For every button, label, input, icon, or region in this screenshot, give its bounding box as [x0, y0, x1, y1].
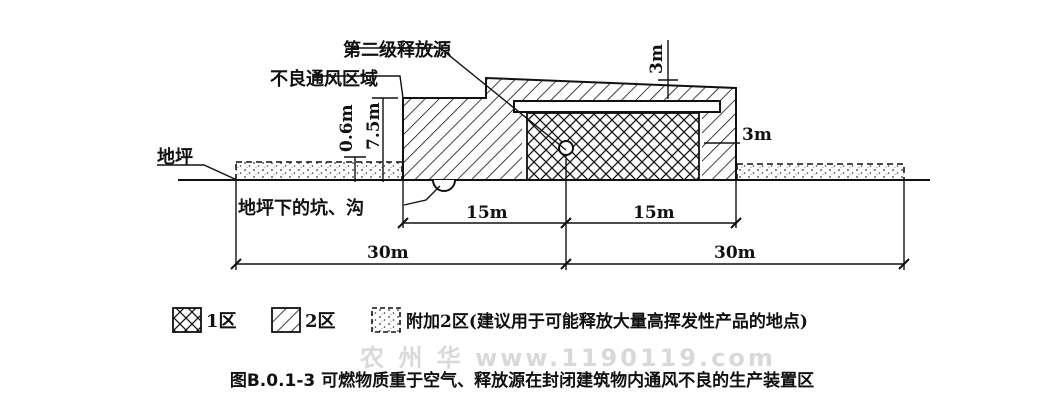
watermark: 农 州 华 www.1190119.com — [359, 344, 776, 372]
label-ground: 地坪 — [157, 146, 193, 168]
label-dist-30-right: 30m — [714, 243, 756, 263]
additional-zone2-right — [736, 163, 905, 181]
label-dist-15-left: 15m — [466, 203, 508, 223]
legend-label-zone1: 1区 — [206, 311, 237, 332]
figure-caption: 图B.0.1-3 可燃物质重于空气、释放源在封闭建筑物内通风不良的生产装置区 — [230, 370, 814, 391]
legend-swatch-additional-zone2 — [371, 307, 401, 333]
legend-label-additional-zone2: 附加2区(建议用于可能释放大量高挥发性产品的地点) — [406, 311, 808, 332]
label-pit-trench: 地坪下的坑、沟 — [238, 197, 364, 219]
legend-swatch-zone1 — [172, 307, 202, 333]
legend: 1区 2区 附加2区(建议用于可能释放大量高挥发性产品的地点) — [172, 307, 808, 333]
additional-zone2-left — [235, 161, 403, 181]
label-height-0-6: 0.6m — [337, 104, 357, 152]
label-poor-ventilation: 不良通风区域 — [270, 68, 378, 90]
label-secondary-source: 第二级释放源 — [343, 39, 451, 61]
release-source-icon — [558, 140, 574, 156]
legend-label-zone2: 2区 — [305, 311, 336, 332]
label-dist-15-right: 15m — [633, 203, 675, 223]
label-side-3: 3m — [742, 125, 772, 145]
label-dist-30-left: 30m — [367, 243, 409, 263]
legend-swatch-zone2 — [271, 307, 301, 333]
label-height-7-5: 7.5m — [364, 102, 384, 150]
secondary-source-platform — [513, 100, 721, 113]
label-height-3-top: 3m — [647, 44, 667, 74]
zone1-region — [526, 112, 700, 181]
